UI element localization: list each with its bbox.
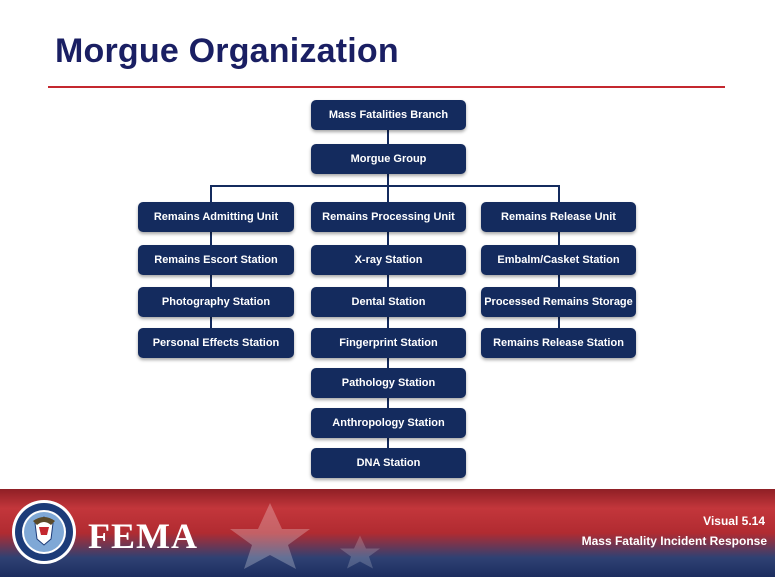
org-box-dental-station: Dental Station bbox=[311, 287, 466, 317]
footer-banner: FEMA Visual 5.14 Mass Fatality Incident … bbox=[0, 489, 775, 577]
star-decoration-icon bbox=[230, 503, 310, 569]
org-box-processed-remains-storage: Processed Remains Storage bbox=[481, 287, 636, 317]
org-box-fingerprint-station: Fingerprint Station bbox=[311, 328, 466, 358]
connector-left-drop bbox=[210, 185, 212, 203]
star-decoration-icon bbox=[340, 535, 380, 569]
org-box-remains-escort-station: Remains Escort Station bbox=[138, 245, 294, 275]
connector-center-drop bbox=[387, 185, 389, 203]
title-divider bbox=[48, 86, 725, 88]
dhs-seal-icon bbox=[12, 500, 76, 564]
org-box-xray-station: X-ray Station bbox=[311, 245, 466, 275]
slide-title: Morgue Organization bbox=[55, 32, 399, 70]
connector-group-down bbox=[387, 174, 389, 186]
org-box-remains-processing-unit: Remains Processing Unit bbox=[311, 202, 466, 232]
course-title: Mass Fatality Incident Response bbox=[581, 534, 767, 548]
org-box-mass-fatalities-branch: Mass Fatalities Branch bbox=[311, 100, 466, 130]
org-box-embalm-casket-station: Embalm/Casket Station bbox=[481, 245, 636, 275]
org-box-remains-release-unit: Remains Release Unit bbox=[481, 202, 636, 232]
org-box-pathology-station: Pathology Station bbox=[311, 368, 466, 398]
connector-right-column bbox=[558, 230, 560, 330]
org-box-remains-release-station: Remains Release Station bbox=[481, 328, 636, 358]
org-box-photography-station: Photography Station bbox=[138, 287, 294, 317]
org-box-dna-station: DNA Station bbox=[311, 448, 466, 478]
connector-horizontal bbox=[210, 185, 560, 187]
connector-right-drop bbox=[558, 185, 560, 203]
org-box-anthropology-station: Anthropology Station bbox=[311, 408, 466, 438]
org-box-morgue-group: Morgue Group bbox=[311, 144, 466, 174]
visual-number: Visual 5.14 bbox=[703, 514, 765, 528]
org-box-remains-admitting-unit: Remains Admitting Unit bbox=[138, 202, 294, 232]
connector-left-column bbox=[210, 230, 212, 330]
org-box-personal-effects-station: Personal Effects Station bbox=[138, 328, 294, 358]
fema-logo-text: FEMA bbox=[88, 516, 198, 556]
connector-branch-group bbox=[387, 130, 389, 144]
